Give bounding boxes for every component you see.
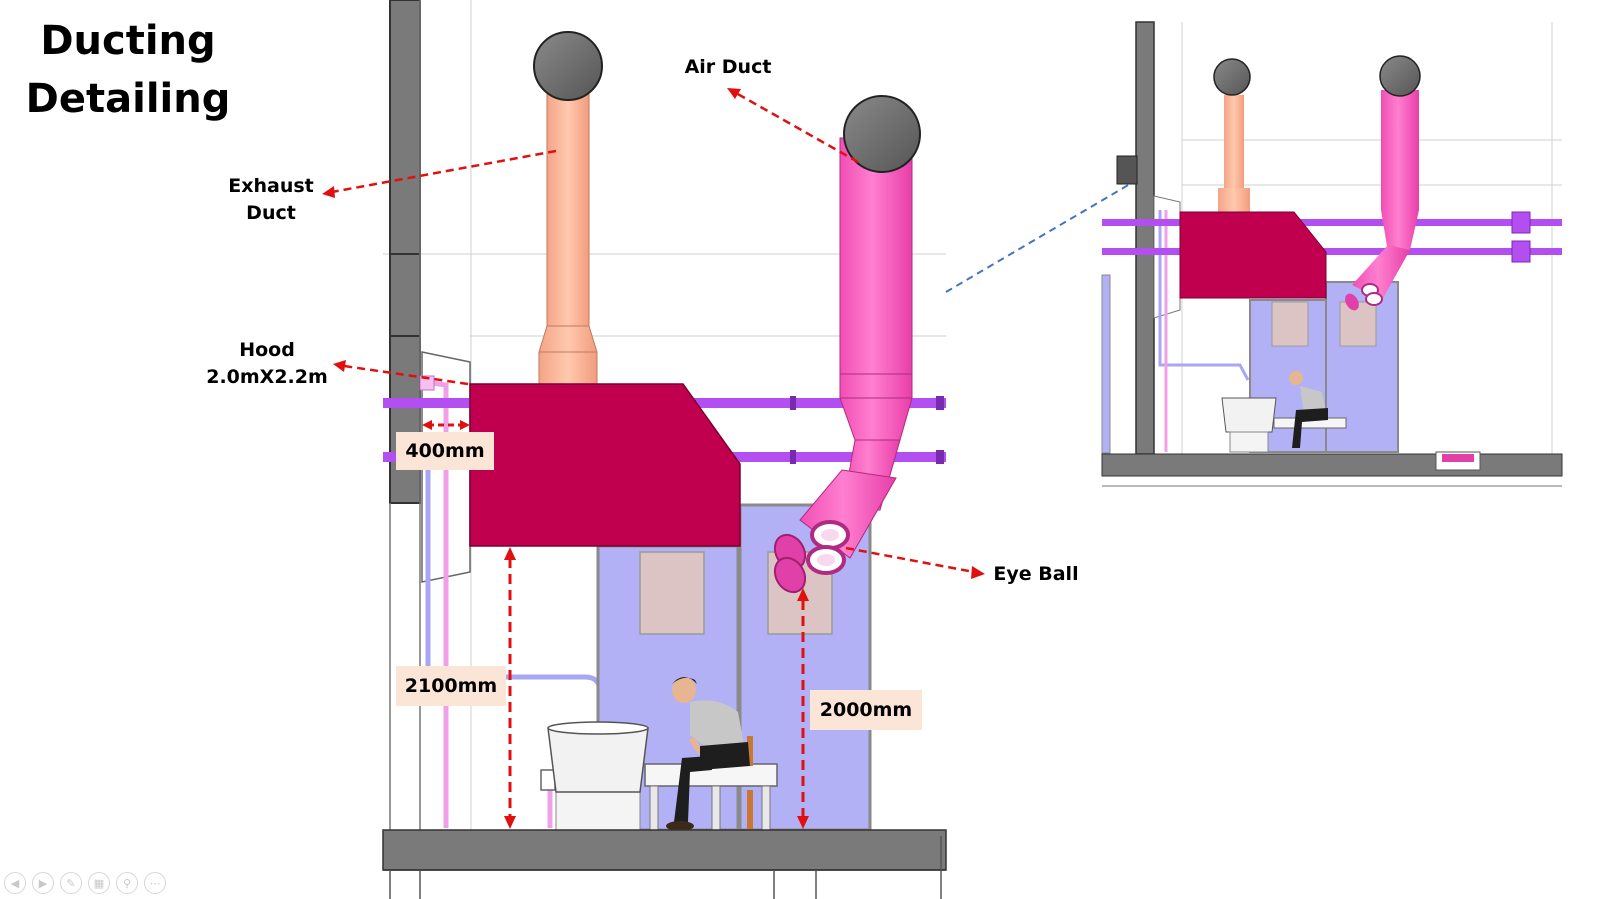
exhaust-duct-label: Exhaust Duct (228, 175, 314, 224)
hood-clearance-dimension: 2100mm (396, 666, 506, 706)
hood (469, 383, 741, 547)
sink (540, 721, 649, 831)
slideshow-toolbar: ◀ ▶ ✎ ▦ ⚲ ⋯ (4, 872, 166, 894)
callout-arrows (322, 88, 985, 579)
hood-label: Hood 2.0mX2.2m (206, 339, 328, 388)
person (666, 677, 750, 831)
inset-section (1101, 21, 1563, 487)
zoom-icon[interactable]: ⚲ (116, 872, 138, 894)
floor-slab (382, 829, 947, 899)
slides-icon[interactable]: ▦ (88, 872, 110, 894)
eyeball-height-dimension: 2000mm (810, 690, 922, 730)
eye-ball-label: Eye Ball (993, 563, 1079, 585)
prev-icon[interactable]: ◀ (4, 872, 26, 894)
hood-offset-dimension: 400mm (396, 432, 494, 470)
air-duct-label: Air Duct (684, 56, 772, 78)
dimension-arrows (422, 420, 809, 829)
more-icon[interactable]: ⋯ (144, 872, 166, 894)
next-icon[interactable]: ▶ (32, 872, 54, 894)
page-title: Ducting Detailing (25, 18, 231, 122)
bench (644, 736, 778, 831)
eye-ball-nozzles (773, 520, 850, 594)
exhaust-duct (533, 31, 603, 385)
air-duct (799, 95, 921, 559)
pen-icon[interactable]: ✎ (60, 872, 82, 894)
